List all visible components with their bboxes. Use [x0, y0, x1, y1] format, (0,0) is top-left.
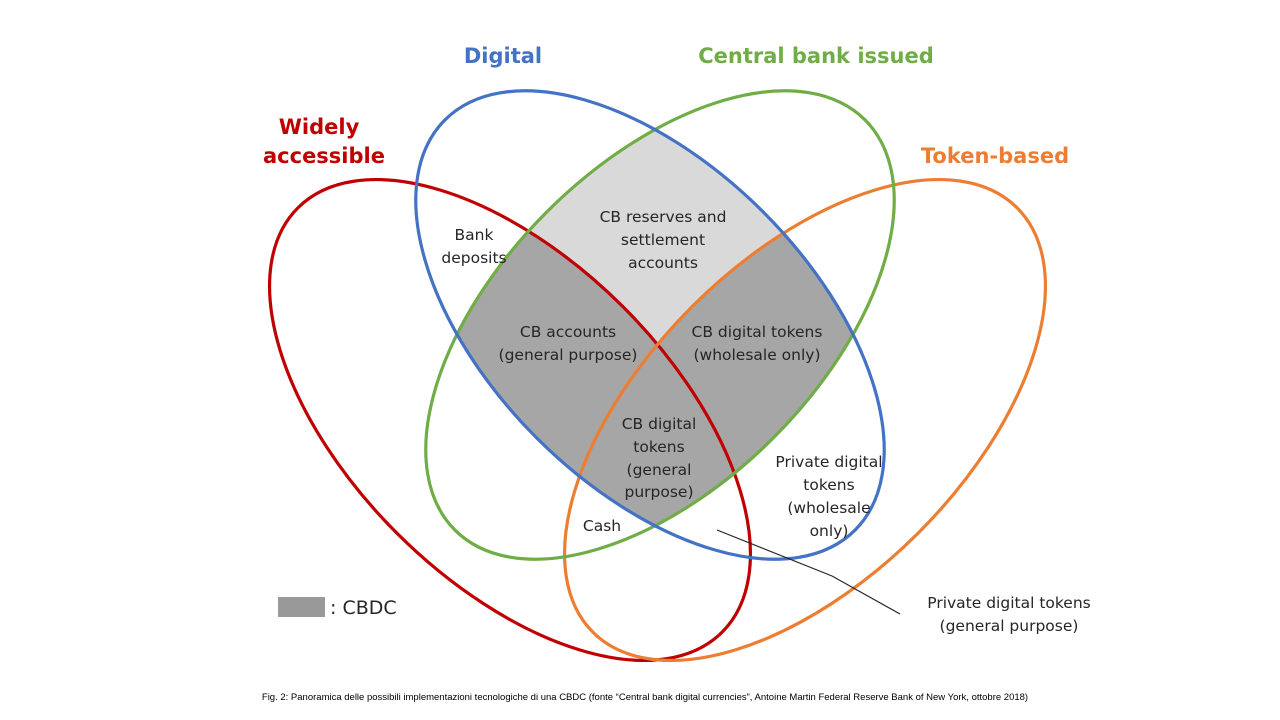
region-label-line: settlement	[621, 231, 705, 249]
region-cb-reserves-label: CB reserves and settlement accounts	[600, 208, 727, 272]
region-label-line: purpose)	[624, 483, 693, 501]
token-based-ellipse	[562, 177, 1048, 663]
legend: : CBDC	[278, 597, 397, 619]
legend-label: : CBDC	[330, 597, 397, 619]
region-label-line: Bank	[455, 226, 494, 244]
region-label-line: Cash	[583, 517, 621, 535]
digital-ellipse	[414, 89, 886, 561]
region-label-line: Private digital	[775, 453, 882, 471]
region-cb-accounts-label: CB accounts (general purpose)	[499, 323, 638, 364]
region-cb-reserves-shade	[425, 90, 895, 560]
region-label-line: (wholesale only)	[693, 346, 820, 364]
annotation-leader-line	[716, 529, 901, 615]
annotation-line: (general purpose)	[940, 617, 1079, 635]
region-bank-deposits-label: Bank deposits	[441, 226, 506, 267]
region-label-line: CB digital tokens	[692, 323, 823, 341]
region-label-line: CB reserves and	[600, 208, 727, 226]
region-private-digital-tokens-wholesale-label: Private digital tokens (wholesale only)	[775, 453, 882, 540]
annotation-line: Private digital tokens	[927, 594, 1090, 612]
central-bank-issued-title: Central bank issued	[698, 44, 934, 68]
region-label-line: (general purpose)	[499, 346, 638, 364]
shaded-regions	[341, 90, 969, 644]
central-bank-issued-ellipse	[424, 89, 896, 561]
annotation-private-digital-tokens-general: Private digital tokens (general purpose)	[927, 594, 1090, 635]
region-label-line: tokens	[803, 476, 854, 494]
widely-accessible-title-line1: Widely	[279, 115, 360, 139]
region-label-line: accounts	[628, 254, 698, 272]
region-label-line: (wholesale	[787, 499, 870, 517]
widely-accessible-title-line2: accessible	[263, 144, 385, 168]
digital-title: Digital	[464, 44, 542, 68]
region-label-line: CB accounts	[520, 323, 616, 341]
region-label-line: deposits	[441, 249, 506, 267]
region-cb-digital-tokens-wholesale-label: CB digital tokens (wholesale only)	[692, 323, 823, 364]
token-based-title: Token-based	[921, 144, 1069, 168]
region-cb-digital-tokens-general-label: CB digital tokens (general purpose)	[622, 415, 697, 501]
region-label-line: tokens	[633, 438, 684, 456]
widely-accessible-ellipse	[267, 177, 753, 663]
region-cash-label: Cash	[583, 517, 621, 535]
region-label-line: (general	[627, 461, 692, 479]
region-label-line: CB digital	[622, 415, 697, 433]
legend-swatch-cbdc	[278, 597, 325, 617]
region-label-line: only)	[810, 522, 849, 540]
figure-caption: Fig. 2: Panoramica delle possibili imple…	[262, 692, 1028, 703]
